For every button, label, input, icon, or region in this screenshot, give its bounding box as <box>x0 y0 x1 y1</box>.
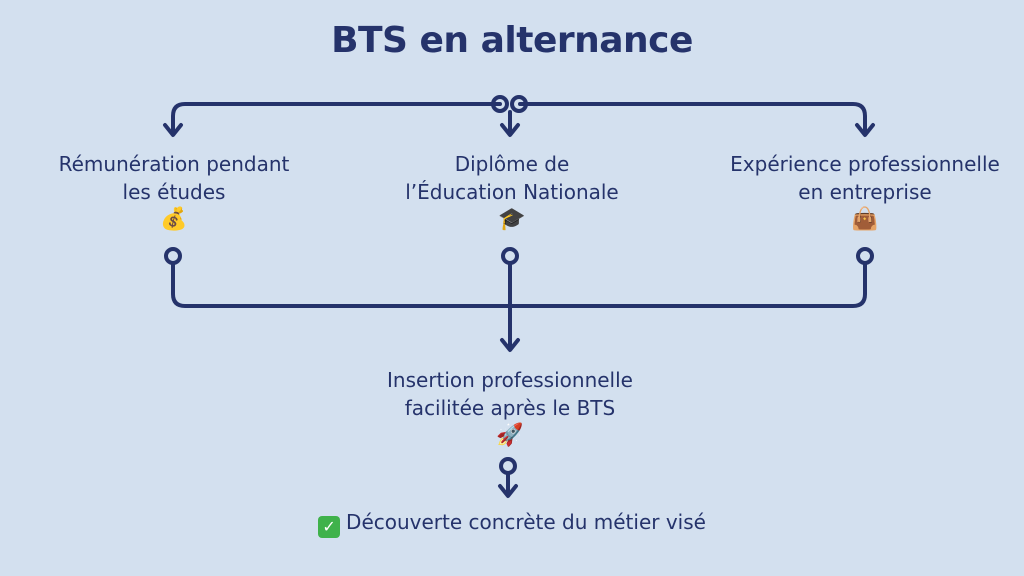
arrowhead-right <box>855 123 875 137</box>
page-title: BTS en alternance <box>331 20 693 61</box>
benefit-label-line1: Diplôme de <box>454 152 570 176</box>
arrowhead-center <box>500 123 520 137</box>
arrowhead-bottom <box>498 484 518 498</box>
top-connector-left <box>171 102 502 135</box>
top-connector-node-right <box>510 95 528 113</box>
benefit-experience: Expérience professionnelle en entreprise… <box>706 150 1024 234</box>
conclusion-text: Découverte concrète du métier visé <box>346 510 706 534</box>
converge-node-right <box>856 247 874 265</box>
rocket-icon: 🚀 <box>496 423 524 448</box>
benefit-diplome: Diplôme de l’Éducation Nationale 🎓 <box>362 150 662 234</box>
arrowhead-converge <box>500 338 520 352</box>
outcome-label-line1: Insertion professionnelle <box>387 368 633 392</box>
arrowhead-left <box>163 123 183 137</box>
benefit-label-line2: en entreprise <box>798 180 932 204</box>
handbag-icon: 👜 <box>851 207 879 232</box>
outcome-insertion: Insertion professionnelle facilitée aprè… <box>330 366 690 450</box>
bottom-node <box>499 457 517 475</box>
converge-connector-right <box>508 261 867 308</box>
top-connector-node-left <box>491 95 509 113</box>
benefit-label-line1: Rémunération pendant <box>58 152 290 176</box>
benefit-remuneration: Rémunération pendant les études 💰 <box>24 150 324 234</box>
graduation-cap-icon: 🎓 <box>498 207 526 232</box>
benefit-label-line2: l’Éducation Nationale <box>405 180 619 204</box>
money-bag-icon: 💰 <box>160 207 188 232</box>
converge-node-center <box>501 247 519 265</box>
converge-node-left <box>164 247 182 265</box>
conclusion: ✓Découverte concrète du métier visé <box>0 508 1024 538</box>
top-connector-right <box>518 102 867 135</box>
benefit-label-line2: les études <box>122 180 226 204</box>
check-mark-icon: ✓ <box>318 516 341 538</box>
outcome-label-line2: facilitée après le BTS <box>404 396 616 420</box>
converge-connector-left <box>171 261 512 308</box>
benefit-label-line1: Expérience professionnelle <box>730 152 1000 176</box>
